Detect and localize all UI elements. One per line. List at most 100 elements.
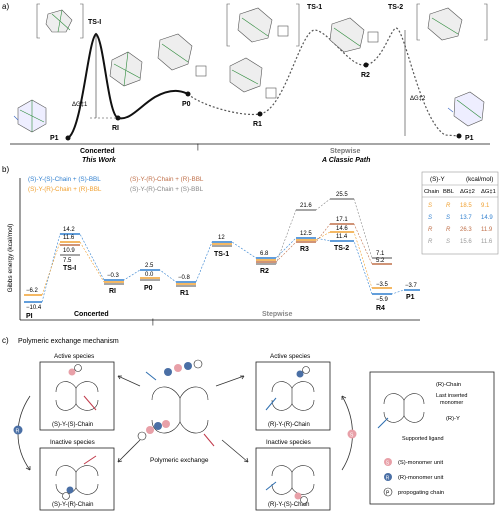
point-r2 [363,62,369,68]
cell: 15.6 [460,239,472,245]
table-row-3: R R 26.3 11.9 [428,227,493,233]
state-ts-1: TS-1 [214,251,229,258]
val-ts1: 12 [218,235,225,241]
panel-b: b) Gibbs energy (kcal/mol) (S)-Y-(S)-Cha… [2,165,499,326]
cell: S [446,239,450,245]
val-r3-a: 21.6 [300,203,312,209]
r-unit-marker-left-glyph: R [16,429,20,435]
box-top-left [39,361,115,431]
structure-ri [109,51,143,87]
table-row-1: S R 18.5 9.1 [428,203,490,209]
state-r2: R2 [260,268,269,275]
cell: S [428,215,432,221]
caption-top-left: (S)-Y-(S)-Chain [52,422,93,428]
label-concerted-a: Concerted [80,148,115,155]
box-top-right [255,361,331,431]
panel-a-divider: | [197,144,199,151]
table-row-4: R S 15.6 11.6 [428,239,493,245]
val-r4-c: −3.5 [376,282,389,288]
val-r2: 6.8 [260,251,269,257]
label-stepwise-a: Stepwise [330,148,360,155]
legend-last-inserted: Last inserted [436,393,468,399]
label-concerted-b: Concerted [74,311,109,318]
caption-bottom-left: (S)-Y-(R)-Chain [52,502,93,508]
legend-supported: Supported ligand [402,436,444,442]
state-ri: RI [109,288,116,295]
legend-item-2: (S)-Y-(R)-Chain + (R)-BBL [28,186,102,193]
state-r1: R1 [180,290,189,297]
cell: 11.6 [481,239,493,245]
structure-p1-left [13,99,47,133]
label-p1-right: P1 [465,135,474,142]
complex-bottom-left [55,455,99,500]
val-p0-b: 0.0 [145,272,154,278]
box-bottom-left [39,447,115,511]
legend-item-3: (S)-Y-(R)-Chain + (R)-BBL [130,176,204,183]
table-unit: (kcal/mol) [466,176,493,183]
label-this-work: This Work [82,157,117,164]
cell: R [446,203,451,209]
panel-a-label: a) [2,2,9,11]
table-header-g2: ΔG‡2 [460,189,475,195]
legend-s-unit: (S)-monomer unit [398,460,443,466]
point-r1 [257,111,263,117]
cell: S [428,203,432,209]
val-r4-b: 5.2 [376,258,385,264]
label-dg1: ΔG‡1 [72,102,88,108]
panel-c: c) Polymeric exchange mechanism Active s… [2,336,495,511]
state-r4: R4 [376,305,385,312]
cell: 13.7 [460,215,472,221]
cell: S [446,215,450,221]
label-classic-path: A Classic Path [321,157,370,164]
legend-s-unit-dot [384,458,392,466]
val-ri: −0.3 [107,273,120,279]
val-r4-a: 7.1 [376,251,385,257]
box-bottom-right [255,447,331,511]
label-ts-1: TS-1 [307,4,322,11]
complex-bottom-right [265,465,315,504]
panel-b-divider: | [152,319,154,326]
val-r4-d: −5.9 [376,297,389,303]
legend-s-unit-glyph: S [386,460,390,466]
val-tsi-c: 10.9 [63,248,75,254]
val-r1: −0.8 [178,275,191,281]
cell: 26.3 [460,227,472,233]
point-p1-right [456,133,462,139]
state-labels: PI TS-I RI P0 R1 TS-1 R2 R3 TS-2 R4 P1 [26,245,415,320]
val-p0-a: 2.5 [145,263,154,269]
state-ts-i: TS-I [63,265,76,272]
center-caption: Polymeric exchange [150,457,209,464]
table-row-2: S S 13.7 14.9 [428,215,493,221]
legend-p-glyph: P [386,490,390,496]
val-ts2-c: 14.6 [336,226,348,232]
legend-r-unit: (R)-monomer unit [398,475,444,481]
selectivity-table: (S)-Y (kcal/mol) Chain BBL ΔG‡2 ΔG‡1 S R… [421,171,499,255]
val-pi-a: −6.2 [26,288,39,294]
legend-monomer: monomer [440,400,463,406]
center-complex [145,371,215,447]
val-pi-b: −10.4 [26,305,42,311]
label-p1-left: P1 [50,135,59,142]
value-labels: −6.2 −10.4 14.2 11.6 10.9 7.5 −0.3 2.5 0… [26,192,418,311]
label-ts-i: TS-I [88,19,101,26]
label-inactive-right: Inactive species [266,439,311,446]
point-p0 [185,91,191,97]
label-active-right: Active species [270,353,310,360]
legend-box [369,371,495,505]
val-ts2-d: 11.4 [336,234,348,240]
state-ts-2: TS-2 [334,245,349,252]
structure-p1-right [447,91,485,127]
label-inactive-left: Inactive species [50,439,95,446]
cell: R [428,227,433,233]
table-header-chain: Chain [424,189,439,195]
panel-b-label: b) [2,165,9,174]
label-stepwise-b: Stepwise [262,311,292,318]
stepwise-curve [187,27,461,137]
structure-r2 [329,17,379,53]
state-p1: P1 [406,294,415,301]
state-r3: R3 [300,246,309,253]
legend-p-dot [383,487,393,497]
label-p0: P0 [182,101,191,108]
label-ri: RI [112,125,119,132]
